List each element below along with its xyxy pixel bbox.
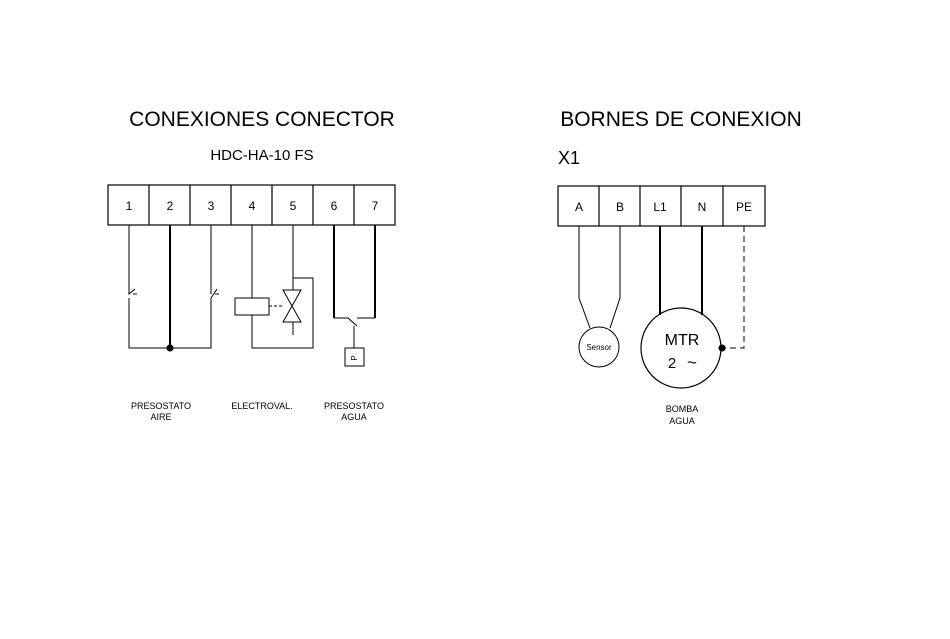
water-pressostat-caption-line2: AGUA <box>341 412 367 422</box>
sensor-label: Sensor <box>586 343 612 352</box>
motor-label: MTR <box>665 332 700 349</box>
earth-junction-dot <box>719 345 726 352</box>
terminal-4-label: 4 <box>249 199 256 213</box>
terminal-block-x1: A B L1 N PE <box>558 186 765 226</box>
block-label: X1 <box>558 148 580 168</box>
air-pressostat-caption-line1: PRESOSTATO <box>131 401 191 411</box>
left-subtitle: HDC-HA-10 FS <box>210 147 313 164</box>
pump-caption-line2: AGUA <box>669 416 695 426</box>
air-pressostat-circuit <box>129 225 219 352</box>
terminal-l1-label: L1 <box>653 200 667 214</box>
valve-caption: ELECTROVAL. <box>231 401 292 411</box>
terminal-n-label: N <box>698 200 707 214</box>
terminal-5-label: 5 <box>290 199 297 213</box>
water-pressostat-caption-line1: PRESOSTATO <box>324 401 384 411</box>
electrovalve-circuit <box>235 225 313 348</box>
terminal-b-label: B <box>616 200 624 214</box>
pump-caption-line1: BOMBA <box>666 404 699 414</box>
left-title: CONEXIONES CONECTOR <box>129 108 395 131</box>
terminal-2-label: 2 <box>167 199 174 213</box>
sensor-circuit: Sensor <box>579 226 620 367</box>
junction-dot <box>167 345 174 352</box>
terminal-1-label: 1 <box>126 199 133 213</box>
connector-terminal-block: 1 2 3 4 5 6 7 <box>108 185 395 225</box>
air-pressostat-caption-line2: AIRE <box>150 412 171 422</box>
valve-symbol-icon <box>283 290 301 322</box>
terminal-7-label: 7 <box>372 199 379 213</box>
terminal-pe-label: PE <box>736 200 752 214</box>
water-pressostat-circuit: P <box>334 225 375 366</box>
right-title: BORNES DE CONEXION <box>560 108 802 131</box>
valve-coil-icon <box>235 298 269 315</box>
pressure-sensor-label: P <box>350 355 359 360</box>
terminal-a-label: A <box>575 200 583 214</box>
motor-phase: 2 <box>668 355 676 372</box>
pump-motor-circuit: MTR 2 ~ <box>641 226 744 388</box>
ac-symbol-icon: ~ <box>687 353 697 372</box>
terminal-6-label: 6 <box>331 199 338 213</box>
terminal-3-label: 3 <box>208 199 215 213</box>
